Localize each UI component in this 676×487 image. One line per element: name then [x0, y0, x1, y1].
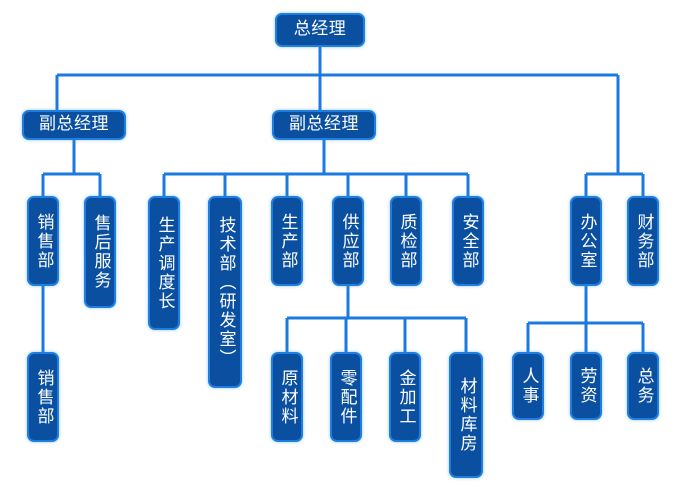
org-node-safety[interactable]: 安全部: [452, 196, 484, 286]
org-node-label: 原材料: [277, 368, 298, 426]
org-node-label: 材料库房: [456, 377, 477, 453]
org-node-label: 财务部: [633, 212, 654, 270]
org-node-finance[interactable]: 财务部: [627, 196, 659, 286]
org-node-label: 售后服务: [90, 214, 111, 290]
org-node-office[interactable]: 办公室: [570, 196, 602, 286]
org-node-metal[interactable]: 金加工: [389, 352, 421, 442]
org-node-gm[interactable]: 总经理: [275, 13, 365, 47]
org-node-warehouse[interactable]: 材料库房: [449, 352, 483, 478]
org-node-hr[interactable]: 人事: [512, 352, 544, 420]
org-node-sales[interactable]: 销售部: [27, 196, 59, 286]
org-node-parts[interactable]: 零配件: [330, 352, 362, 442]
org-node-label: 劳资: [576, 367, 597, 405]
org-node-raw[interactable]: 原材料: [271, 352, 303, 442]
org-node-label: 总经理: [293, 18, 347, 39]
org-node-label: 安全部: [458, 212, 479, 270]
org-node-label: 金加工: [395, 368, 416, 426]
org-node-general[interactable]: 总务: [627, 352, 659, 420]
org-node-sales2[interactable]: 销售部: [27, 352, 59, 442]
org-node-label: 生产部: [277, 212, 298, 270]
org-node-label: 办公室: [576, 212, 597, 270]
org-node-vp_mid[interactable]: 副总经理: [272, 110, 376, 140]
org-node-vp_left[interactable]: 副总经理: [22, 110, 126, 140]
org-node-tech_dept[interactable]: 技术部（研发室）: [208, 196, 242, 388]
org-node-label: 技术部（研发室）: [215, 216, 236, 368]
org-node-prod_sched[interactable]: 生产调度长: [148, 196, 180, 330]
org-node-label: 销售部: [33, 368, 54, 426]
org-node-label: 副总经理: [289, 113, 359, 134]
org-node-label: 生产调度长: [154, 215, 175, 311]
org-node-aftersale[interactable]: 售后服务: [84, 196, 116, 308]
org-node-label: 零配件: [336, 368, 357, 426]
org-node-label: 供应部: [338, 212, 359, 270]
org-node-labor[interactable]: 劳资: [570, 352, 602, 420]
org-node-label: 质检部: [396, 212, 417, 270]
org-node-label: 销售部: [33, 212, 54, 270]
org-node-prod_dept[interactable]: 生产部: [271, 196, 303, 286]
org-node-supply[interactable]: 供应部: [332, 196, 364, 286]
org-node-label: 总务: [633, 367, 654, 405]
org-node-label: 副总经理: [39, 113, 109, 134]
org-node-label: 人事: [518, 367, 539, 405]
org-node-qc[interactable]: 质检部: [390, 196, 422, 286]
